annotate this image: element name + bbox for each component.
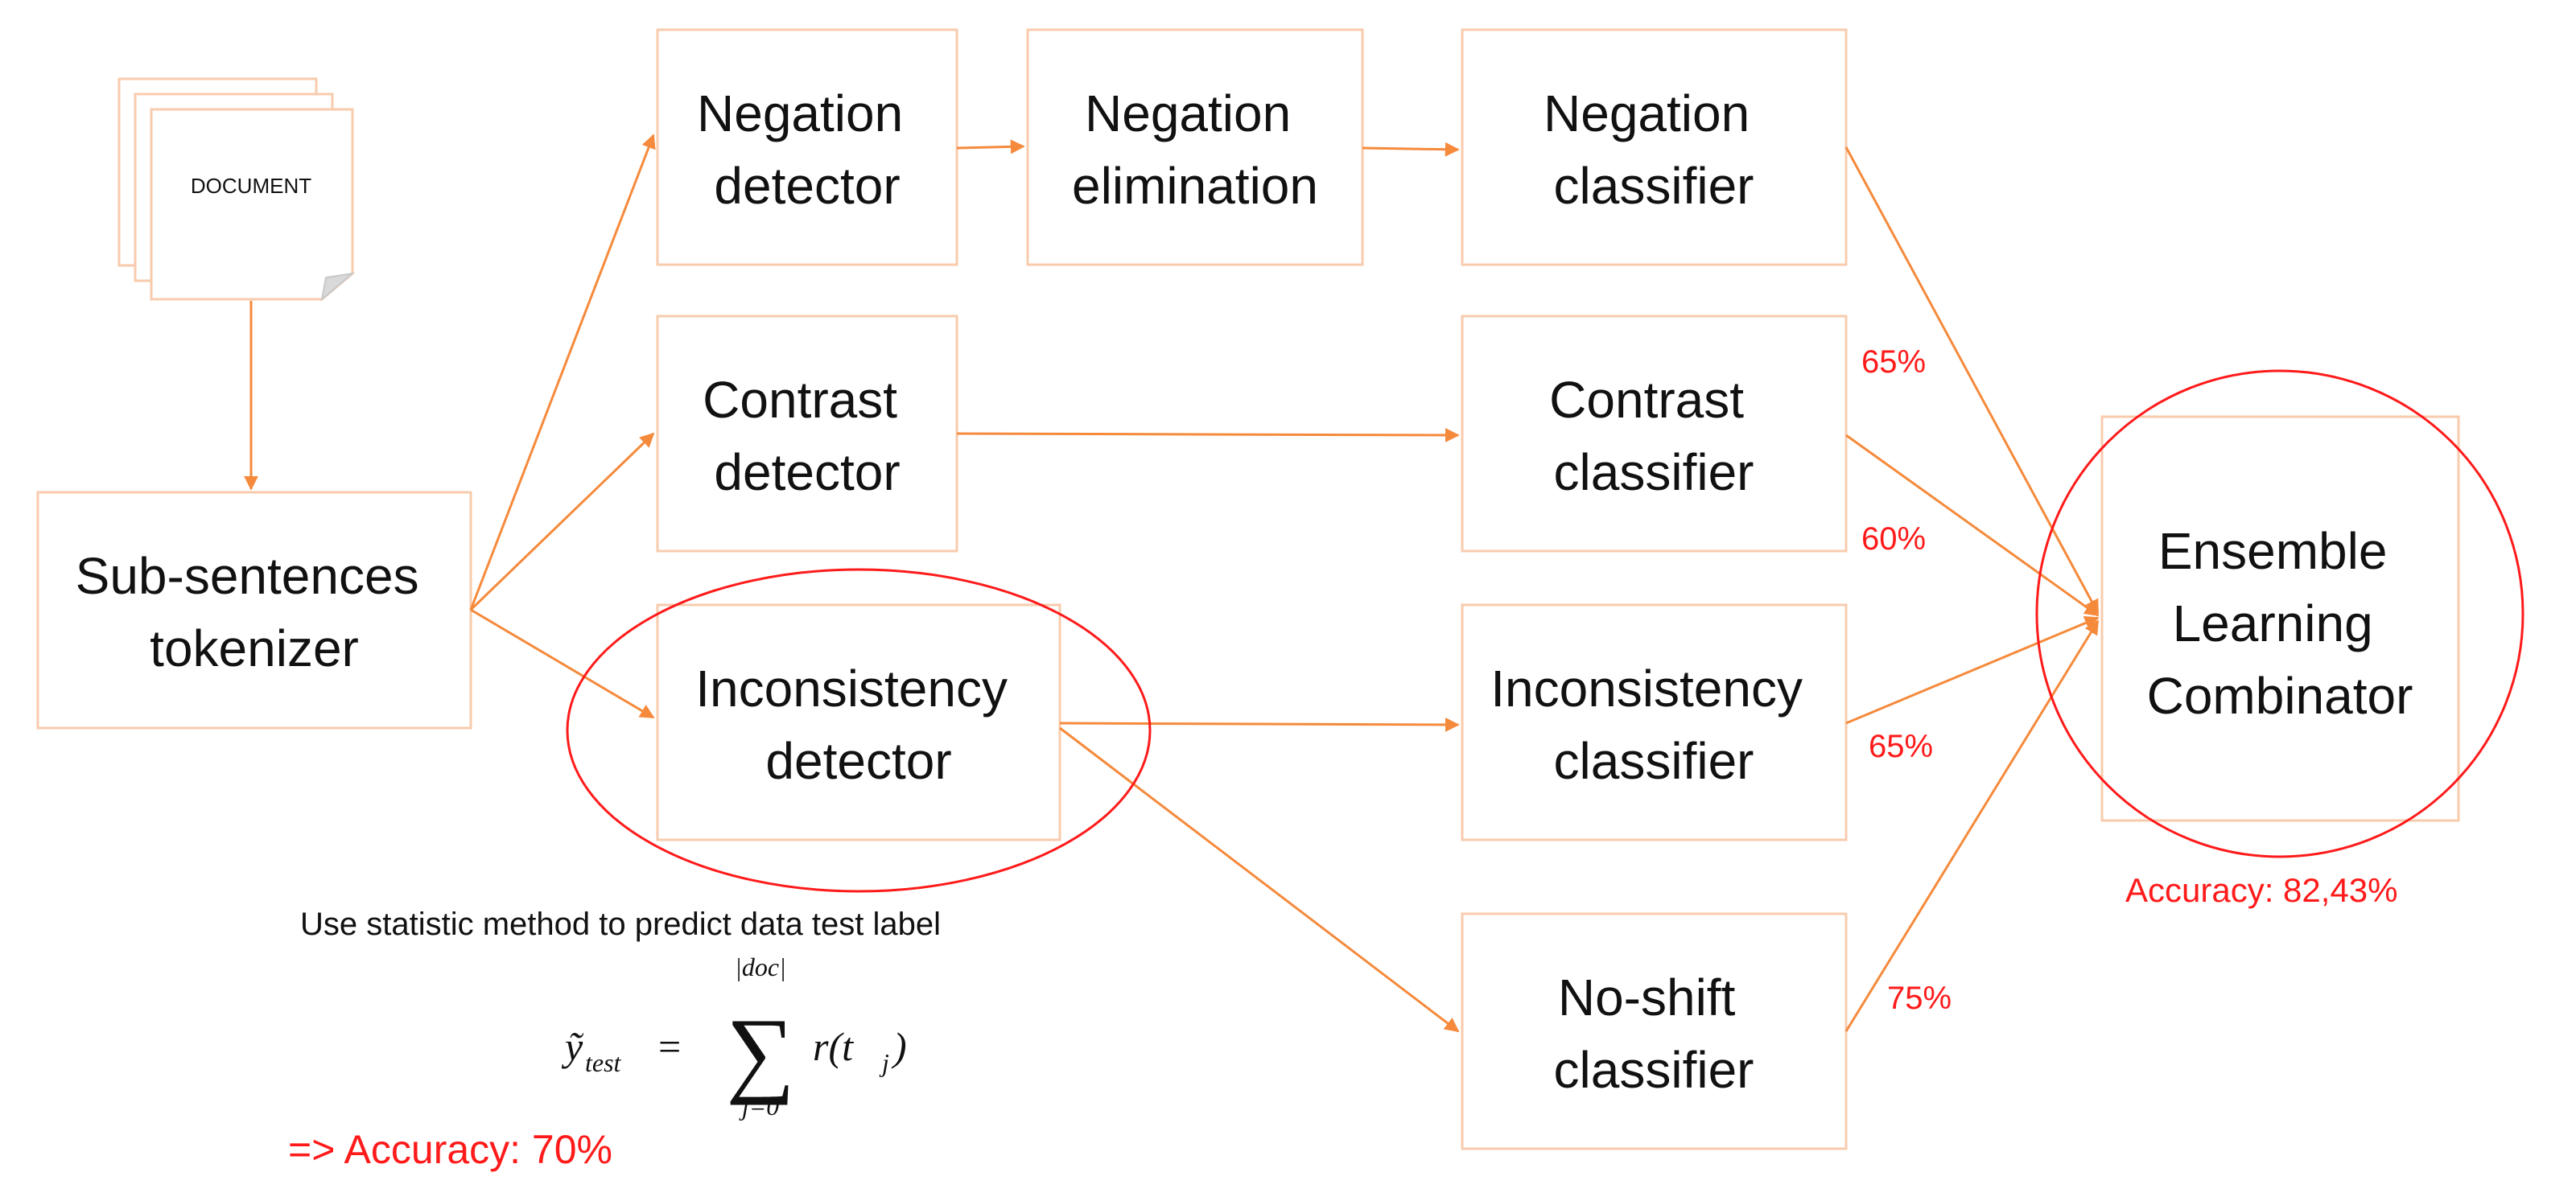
negation-elimination-label-line1: Negation (1085, 84, 1291, 142)
contrast-classifier-label-line2: classifier (1554, 443, 1754, 501)
arrow-contrast-detector-to-classifier (956, 427, 1460, 442)
ensemble-label-line1: Ensemble (2158, 522, 2388, 580)
inconsistency-percentage: 65% (1869, 729, 1933, 764)
ensemble-label-line3: Combinator (2147, 667, 2413, 725)
negation-percentage: 65% (1861, 344, 1926, 380)
arrow-tokenizer-to-negation-detector (469, 134, 656, 611)
noshift-classifier-label-line2: classifier (1554, 1041, 1754, 1099)
document-icon: DOCUMENT (117, 77, 356, 302)
arrow-tokenizer-to-contrast-detector (469, 432, 655, 611)
formula-upper-limit: |doc| (735, 952, 786, 981)
negation-elimination-label-line2: elimination (1072, 157, 1318, 215)
arrow-negation-elimination-to-classifier (1362, 142, 1460, 157)
noshift-classifier-box: No-shift classifier (1461, 912, 1848, 1150)
formula-lhs-subscript: test (585, 1048, 622, 1077)
arrow-inconsistency-detector-to-classifier (1059, 717, 1460, 732)
negation-elimination-box: Negation elimination (1026, 28, 1364, 266)
svg-text:Negation elimination: Negation elimination (1072, 84, 1318, 215)
inconsistency-highlight-ellipse (566, 568, 1152, 893)
arrow-negation-detector-to-elimination (956, 139, 1025, 154)
tokenizer-box: Sub-sentences tokenizer (36, 491, 472, 730)
contrast-detector-label-line2: detector (714, 443, 900, 501)
contrast-detector-box: Contrast detector (656, 315, 958, 553)
formula-term: r(t (813, 1024, 854, 1069)
svg-text:Negation classifier: Negation classifier (1544, 84, 1764, 215)
ensemble-highlight-ellipse (2035, 369, 2524, 858)
svg-text:Ensemble Learning: Ensemble Learning Combinator (2147, 522, 2413, 725)
contrast-classifier-box: Contrast classifier (1461, 315, 1848, 553)
noshift-classifier-label-line1: No-shift (1558, 969, 1736, 1026)
arrow-contrast-classifier-to-ensemble (1845, 434, 2100, 617)
formula-equals: = (658, 1024, 681, 1069)
ensemble-combinator-box: Ensemble Learning Combinator (2100, 415, 2460, 822)
negation-classifier-label-line1: Negation (1544, 84, 1750, 142)
formula-lhs: ỹ (561, 1024, 584, 1069)
svg-text:Sub-sentences tokenizer: Sub-sentences tokenizer (76, 547, 434, 677)
statistic-formula: ỹ test = |doc| ∑ j=0 r(t j ) (561, 952, 907, 1121)
statistic-caption: Use statistic method to predict data tes… (300, 907, 941, 942)
svg-text:No-shift classifier: No-shift classifier (1554, 969, 1754, 1099)
tokenizer-label-line1: Sub-sentences (76, 547, 419, 605)
arrows (244, 134, 2100, 1033)
formula-term-close: ) (891, 1024, 907, 1069)
negation-classifier-box: Negation classifier (1461, 28, 1848, 266)
ensemble-accuracy: Accuracy: 82,43% (2125, 871, 2398, 909)
ensemble-label-line2: Learning (2173, 594, 2373, 652)
document-label: DOCUMENT (191, 174, 311, 198)
svg-text:Contrast detector: Contrast detector (703, 371, 912, 501)
contrast-detector-label-line1: Contrast (703, 371, 897, 429)
formula-lower-limit: j=0 (739, 1092, 779, 1121)
inconsistency-classifier-label-line2: classifier (1554, 732, 1754, 790)
inconsistency-classifier-label-line1: Inconsistency (1490, 660, 1803, 718)
arrow-tokenizer-to-inconsistency-detector (470, 608, 655, 719)
formula-sigma: ∑ (726, 998, 795, 1105)
inconsistency-detector-label-line1: Inconsistency (695, 660, 1008, 718)
negation-classifier-label-line2: classifier (1554, 157, 1754, 215)
negation-detector-box: Negation detector (656, 28, 958, 266)
arrow-inconsistency-classifier-to-ensemble (1845, 615, 2100, 725)
svg-text:Inconsistency detector: Inconsistency detector (695, 660, 1022, 790)
inconsistency-detector-box: Inconsistency detector (656, 603, 1061, 841)
arrow-negation-classifier-to-ensemble (1844, 146, 2100, 615)
contrast-percentage: 60% (1861, 521, 1926, 557)
arrow-inconsistency-detector-to-noshift (1059, 726, 1460, 1033)
negation-detector-label-line1: Negation (697, 84, 903, 142)
inconsistency-classifier-box: Inconsistency classifier (1461, 603, 1848, 841)
contrast-classifier-label-line1: Contrast (1549, 371, 1744, 429)
statistic-accuracy: => Accuracy: 70% (288, 1127, 612, 1172)
svg-text:Negation detector: Negation detector (697, 84, 917, 215)
noshift-percentage: 75% (1887, 981, 1952, 1016)
negation-detector-label-line2: detector (714, 157, 900, 215)
svg-text:Contrast classifier: Contrast classifier (1549, 371, 1758, 501)
inconsistency-detector-label-line2: detector (765, 732, 951, 790)
formula-term-subscript: j (879, 1048, 889, 1077)
svg-text:Inconsistency classifier: Inconsistency classifier (1490, 660, 1817, 790)
arrow-noshift-classifier-to-ensemble (1844, 619, 2100, 1032)
tokenizer-label-line2: tokenizer (150, 619, 359, 677)
